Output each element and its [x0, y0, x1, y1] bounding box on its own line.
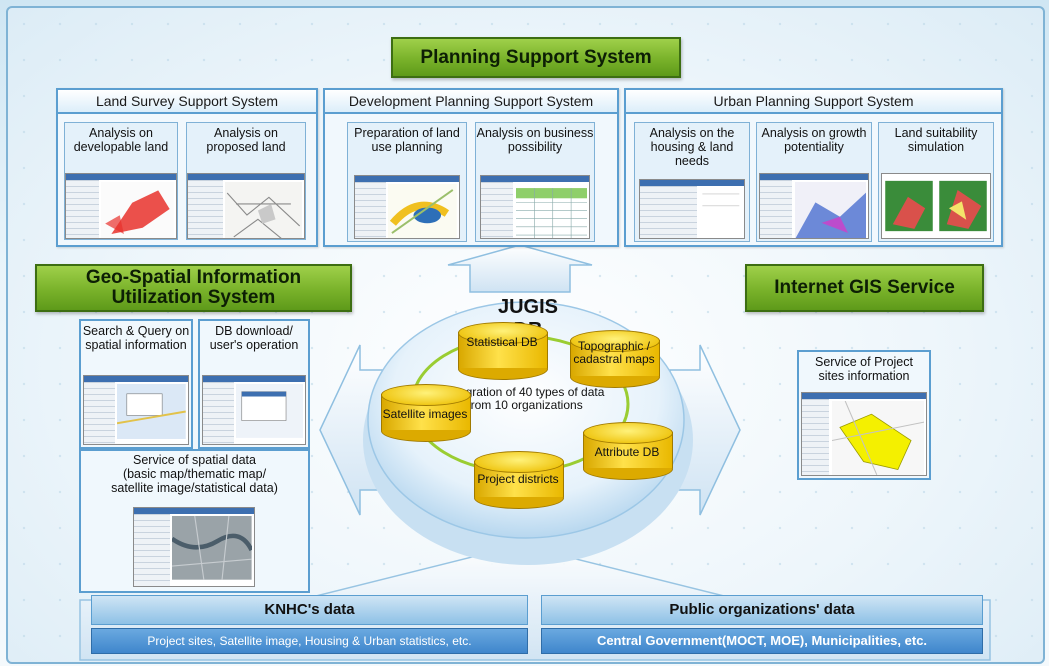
card-business-possibility-label: Analysis on business possibility [476, 126, 594, 154]
land-suitability-screenshot [881, 173, 991, 239]
knhc-data-title: KNHC's data [91, 595, 528, 625]
proposed-land-map [225, 182, 302, 238]
spatial-service-line2: (basic map/thematic map/ [122, 467, 267, 481]
db-topographic: Topographic / cadastral maps [570, 330, 660, 388]
knhc-data-sub: Project sites, Satellite image, Housing … [91, 628, 528, 654]
db-statistical: Statistical DB [458, 322, 548, 380]
card-project-sites-service: Service of Project sites information [797, 350, 931, 480]
db-attribute-label: Attribute DB [594, 445, 660, 459]
geo-spatial-title-line2: Utilization System [111, 287, 276, 308]
search-query-screenshot [83, 375, 189, 445]
development-planning-title: Development Planning Support System [325, 90, 617, 114]
db-download-map [235, 384, 303, 438]
db-topographic-line1: Topographic / [577, 339, 651, 353]
card-housing-land-needs: Analysis on the housing & land needs [634, 122, 750, 242]
jugis-center-line1: Integration of 40 types of data [445, 385, 605, 399]
housing-needs-screenshot [639, 179, 745, 239]
db-topographic-line2: cadastral maps [573, 352, 655, 366]
card-business-possibility: Analysis on business possibility [475, 122, 595, 242]
card-growth-potentiality-label: Analysis on growth potentiality [761, 126, 867, 154]
geo-spatial-title: Geo-Spatial Information Utilization Syst… [35, 264, 352, 312]
card-developable-land-label: Analysis on developable land [73, 126, 169, 154]
land-suitability-maps [882, 174, 990, 238]
geo-spatial-title-line1: Geo-Spatial Information [85, 267, 302, 288]
internet-gis-title: Internet GIS Service [745, 264, 984, 312]
card-developable-land: Analysis on developable land [64, 122, 178, 240]
urban-planning-panel: Urban Planning Support System Analysis o… [624, 88, 1003, 247]
card-land-use-planning-label: Preparation of land use planning [354, 126, 460, 154]
urban-planning-title: Urban Planning Support System [626, 90, 1001, 114]
proposed-land-screenshot [187, 173, 305, 239]
project-sites-map [831, 401, 924, 475]
db-topographic-label: Topographic / cadastral maps [560, 340, 668, 366]
db-download-screenshot [202, 375, 306, 445]
growth-potentiality-screenshot [759, 173, 869, 239]
spatial-data-map [172, 516, 252, 580]
housing-needs-map [700, 188, 742, 222]
db-project-districts-label: Project districts [477, 472, 559, 486]
land-use-screenshot [354, 175, 460, 239]
card-land-use-planning: Preparation of land use planning [347, 122, 467, 242]
card-housing-land-needs-label: Analysis on the housing & land needs [649, 126, 735, 168]
card-db-download-label: DB download/ user's operation [209, 324, 299, 352]
developable-land-map [101, 182, 174, 238]
search-query-map [117, 384, 186, 439]
card-proposed-land-label: Analysis on proposed land [206, 126, 286, 154]
business-possibility-screenshot [480, 175, 590, 239]
jugis-center-line2: from 10 organizations [467, 398, 583, 412]
project-sites-line2: sites information [818, 369, 910, 383]
spatial-data-screenshot [133, 507, 255, 587]
db-attribute: Attribute DB [583, 422, 673, 480]
land-use-map [388, 184, 457, 238]
db-project-districts: Project districts [474, 451, 564, 509]
land-survey-panel: Land Survey Support System Analysis on d… [56, 88, 318, 247]
card-proposed-land: Analysis on proposed land [186, 122, 306, 240]
project-sites-line1: Service of Project [815, 355, 913, 369]
card-search-query: Search & Query on spatial information [79, 319, 193, 449]
land-survey-title: Land Survey Support System [58, 90, 316, 114]
business-possibility-table [515, 184, 587, 238]
growth-potentiality-map [794, 182, 866, 238]
db-satellite-label: Satellite images [382, 407, 468, 421]
card-growth-potentiality: Analysis on growth potentiality [756, 122, 872, 242]
db-statistical-label: Statistical DB [466, 335, 538, 349]
jugis-center-text: Integration of 40 types of data from 10 … [440, 386, 610, 412]
development-planning-panel: Development Planning Support System Prep… [323, 88, 619, 247]
db-satellite: Satellite images [381, 384, 471, 442]
card-spatial-data-service: Service of spatial data (basic map/thema… [79, 449, 310, 593]
public-data-sub: Central Government(MOCT, MOE), Municipal… [541, 628, 983, 654]
public-data-title: Public organizations' data [541, 595, 983, 625]
up-arrow [447, 244, 593, 293]
project-sites-screenshot [801, 392, 927, 476]
card-search-query-label: Search & Query on spatial information [82, 324, 190, 352]
card-land-suitability: Land suitability simulation [878, 122, 994, 242]
spatial-service-line3: satellite image/statistical data) [111, 481, 278, 495]
card-land-suitability-label: Land suitability simulation [894, 126, 978, 154]
developable-land-screenshot [65, 173, 177, 239]
planning-support-title: Planning Support System [391, 37, 681, 78]
card-db-download: DB download/ user's operation [198, 319, 310, 449]
spatial-service-line1: Service of spatial data [133, 453, 256, 467]
